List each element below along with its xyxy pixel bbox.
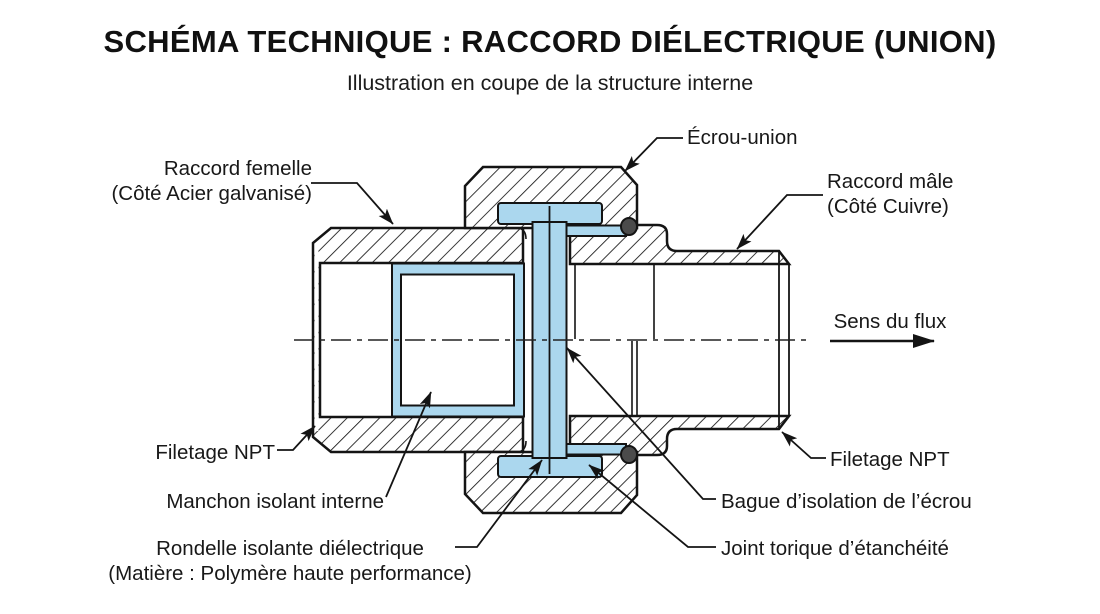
label-raccord-male: Raccord mâle (Côté Cuivre) [827, 169, 953, 219]
o-ring-seals [620, 217, 638, 464]
label-rondelle: Rondelle isolante diélectrique (Matière … [60, 536, 520, 586]
female-fitting [311, 226, 527, 454]
page-subtitle: Illustration en coupe de la structure in… [346, 71, 754, 95]
leader-raccord-male [736, 194, 823, 250]
label-rondelle-line2: (Matière : Polymère haute performance) [108, 562, 472, 585]
label-joint: Joint torique d’étanchéité [721, 537, 949, 560]
leader-filetage-npt-left [277, 425, 316, 451]
label-bague: Bague d’isolation de l’écrou [721, 490, 972, 513]
label-raccord-male-line1: Raccord mâle [827, 170, 954, 193]
leader-manchon [385, 391, 432, 498]
leader-rondelle [455, 459, 543, 548]
label-rondelle-line1: Rondelle isolante diélectrique [156, 537, 424, 560]
leader-filetage-npt-right [781, 431, 826, 459]
leader-raccord-femelle [311, 182, 394, 225]
leader-ecrou-union [624, 137, 683, 172]
leader-lines [277, 137, 826, 548]
label-manchon: Manchon isolant interne [166, 490, 384, 513]
label-filetage-npt-right: Filetage NPT [830, 448, 950, 471]
label-raccord-femelle-line1: Raccord femelle [163, 157, 312, 180]
label-filetage-npt-left: Filetage NPT [155, 441, 275, 464]
label-raccord-femelle: Raccord femelle (Côté Acier galvanisé) [111, 156, 312, 206]
leader-joint [588, 464, 716, 548]
page-title: SCHÉMA TECHNIQUE : RACCORD DIÉLECTRIQUE … [103, 24, 997, 59]
label-sens-du-flux: Sens du flux [833, 310, 947, 333]
label-ecrou-union: Écrou-union [687, 126, 798, 149]
leader-bague [566, 347, 716, 500]
label-raccord-femelle-line2: (Côté Acier galvanisé) [111, 182, 312, 205]
label-raccord-male-line2: (Côté Cuivre) [827, 195, 949, 218]
